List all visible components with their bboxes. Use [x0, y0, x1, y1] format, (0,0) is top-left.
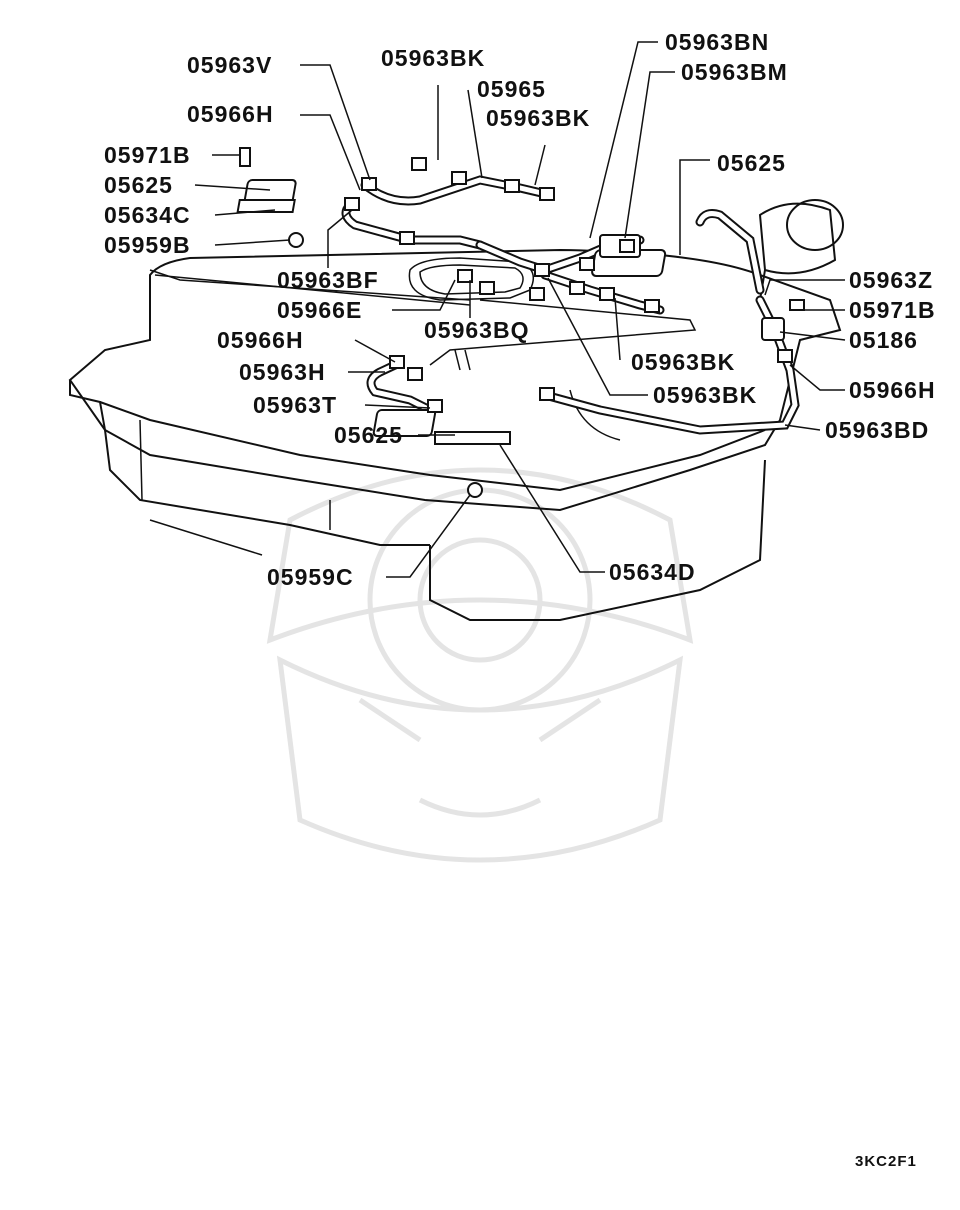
components [236, 147, 805, 498]
fuel-tank [68, 248, 842, 621]
part-label: 05963BK [486, 105, 590, 131]
watermark-emblem [266, 467, 694, 863]
part-label: 05963BN [665, 29, 769, 55]
part-label: 05963H [239, 359, 326, 385]
part-label: 05966E [277, 297, 362, 323]
part-label: 05963T [253, 392, 337, 418]
part-label: 05959C [267, 564, 354, 590]
leader-lines [149, 41, 846, 578]
part-label: 05963BF [277, 267, 379, 293]
part-label: 05966H [849, 377, 936, 403]
part-label: 05966H [187, 101, 274, 127]
part-number-labels: 05963V 05963BK 05965 05963BK 05963BN 059… [104, 29, 936, 590]
part-label: 05625 [717, 150, 786, 176]
part-label: 05963BK [653, 382, 757, 408]
part-label: 05634C [104, 202, 191, 228]
part-label: 05186 [849, 327, 918, 353]
part-label: 05963BK [631, 349, 735, 375]
part-label: 05963Z [849, 267, 933, 293]
drawing-code: 3KC2F1 [855, 1153, 917, 1170]
part-label: 05963BQ [424, 317, 529, 343]
part-label: 05965 [477, 76, 546, 102]
part-label: 05625 [334, 422, 403, 448]
part-label: 05971B [104, 142, 191, 168]
part-label: 05959B [104, 232, 191, 258]
part-label: 05634D [609, 559, 696, 585]
part-label: 05963BM [681, 59, 788, 85]
part-label: 05971B [849, 297, 936, 323]
part-label: 05625 [104, 172, 173, 198]
part-label: 05963BK [381, 45, 485, 71]
part-label: 05963V [187, 52, 272, 78]
part-label: 05966H [217, 327, 304, 353]
filler-neck [758, 199, 844, 301]
part-label: 05963BD [825, 417, 929, 443]
